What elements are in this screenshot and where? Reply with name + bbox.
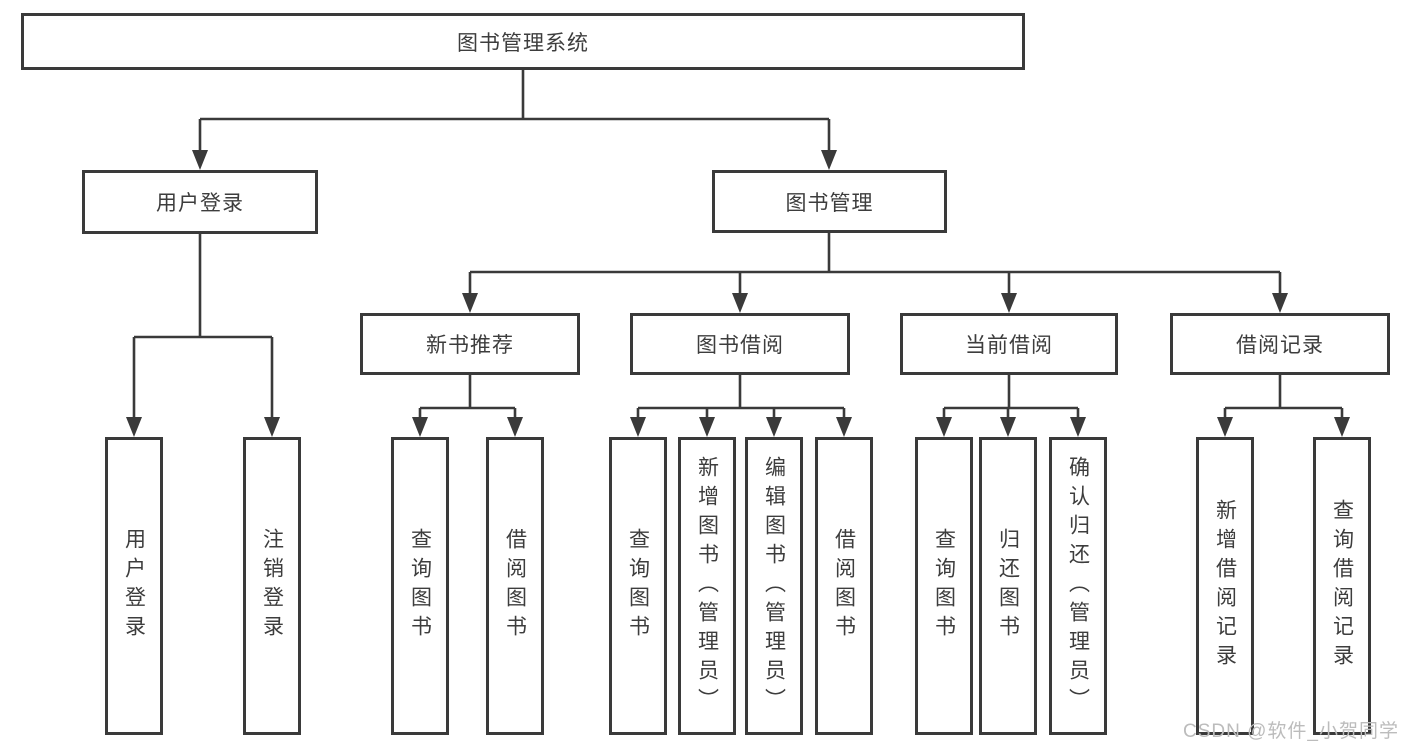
leaf-current-return: 归还图书 bbox=[979, 437, 1037, 735]
node-root: 图书管理系统 bbox=[21, 13, 1025, 70]
leaf-borrow-borrow: 借阅图书 bbox=[815, 437, 873, 735]
leaf-records-query: 查询借阅记录 bbox=[1313, 437, 1371, 735]
node-borrow-records: 借阅记录 bbox=[1170, 313, 1390, 375]
leaf-borrow-edit: 编辑图书（管理员） bbox=[745, 437, 803, 735]
node-user-login: 用户登录 bbox=[82, 170, 318, 234]
node-current-borrow: 当前借阅 bbox=[900, 313, 1118, 375]
node-book-borrow: 图书借阅 bbox=[630, 313, 850, 375]
leaf-borrow-add-label: 新增图书（管理员） bbox=[695, 455, 719, 717]
leaf-records-query-label: 查询借阅记录 bbox=[1330, 499, 1354, 673]
leaf-borrow-edit-label: 编辑图书（管理员） bbox=[762, 455, 786, 717]
node-book-mgmt: 图书管理 bbox=[712, 170, 947, 233]
node-new-books-label: 新书推荐 bbox=[426, 334, 514, 357]
edge-group-user-login bbox=[126, 234, 280, 437]
leaf-borrow-borrow-label: 借阅图书 bbox=[832, 528, 856, 644]
leaf-logout-label: 注销登录 bbox=[260, 528, 284, 644]
leaf-newbooks-query-label: 查询图书 bbox=[408, 528, 432, 644]
leaf-user-login-label: 用户登录 bbox=[122, 528, 146, 644]
leaf-user-login: 用户登录 bbox=[105, 437, 163, 735]
edge-group-book-borrow bbox=[630, 375, 852, 437]
node-root-label: 图书管理系统 bbox=[457, 31, 589, 55]
node-borrow-records-label: 借阅记录 bbox=[1236, 334, 1324, 357]
leaf-newbooks-borrow-label: 借阅图书 bbox=[503, 528, 527, 644]
leaf-current-return-label: 归还图书 bbox=[996, 528, 1020, 644]
node-new-books: 新书推荐 bbox=[360, 313, 580, 375]
edge-group-borrow-records bbox=[1217, 375, 1350, 437]
node-book-borrow-label: 图书借阅 bbox=[696, 334, 784, 357]
edge-group-new-books bbox=[412, 375, 523, 437]
edge-group-current-borrow bbox=[936, 375, 1086, 437]
leaf-current-confirm-label: 确认归还（管理员） bbox=[1066, 455, 1090, 717]
leaf-records-add: 新增借阅记录 bbox=[1196, 437, 1254, 735]
leaf-current-query-label: 查询图书 bbox=[932, 528, 956, 644]
leaf-records-add-label: 新增借阅记录 bbox=[1213, 499, 1237, 673]
leaf-newbooks-query: 查询图书 bbox=[391, 437, 449, 735]
edge-group-root bbox=[192, 70, 837, 170]
leaf-borrow-query-label: 查询图书 bbox=[626, 528, 650, 644]
node-user-login-label: 用户登录 bbox=[156, 192, 244, 215]
leaf-newbooks-borrow: 借阅图书 bbox=[486, 437, 544, 735]
leaf-logout: 注销登录 bbox=[243, 437, 301, 735]
node-current-borrow-label: 当前借阅 bbox=[965, 334, 1053, 357]
leaf-current-query: 查询图书 bbox=[915, 437, 973, 735]
leaf-current-confirm: 确认归还（管理员） bbox=[1049, 437, 1107, 735]
edge-group-book-mgmt bbox=[462, 233, 1288, 313]
leaf-borrow-query: 查询图书 bbox=[609, 437, 667, 735]
leaf-borrow-add: 新增图书（管理员） bbox=[678, 437, 736, 735]
node-book-mgmt-label: 图书管理 bbox=[785, 191, 874, 215]
watermark-text: CSDN @软件_小贺同学 bbox=[1183, 721, 1399, 742]
